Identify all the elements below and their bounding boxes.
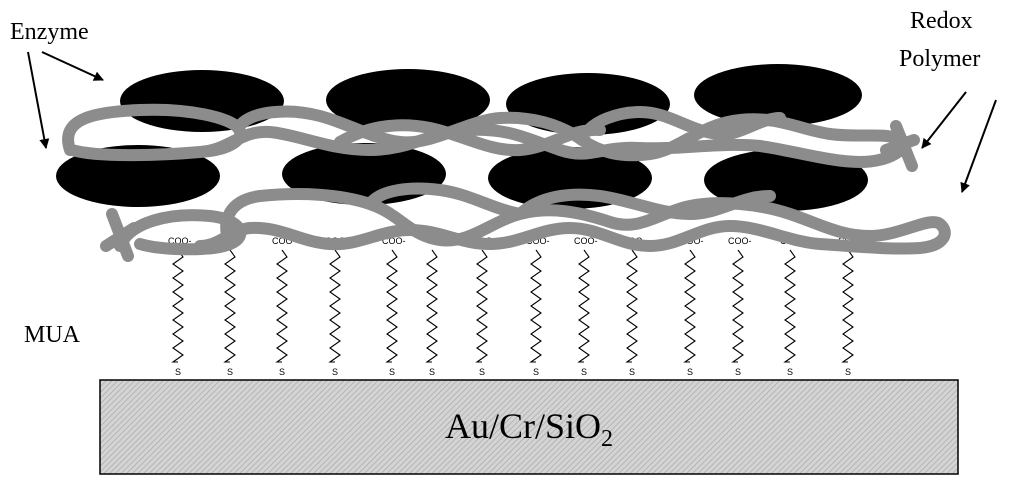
carboxylate-head-label: COO- (526, 236, 550, 246)
thiol-anchor-label: S (429, 367, 435, 377)
substrate-label: Au/Cr/SiO2 (445, 406, 613, 452)
carboxylate-head-label: COO- (574, 236, 598, 246)
enzyme-ellipse (120, 70, 284, 132)
callout-arrows (27, 51, 997, 193)
polymer-arrow-1 (921, 91, 967, 149)
thiol-anchor-label: S (845, 367, 851, 377)
polymer-strand-upper (62, 103, 920, 172)
enzyme-ellipse (56, 145, 220, 207)
thiol-anchor-label: S (533, 367, 539, 377)
carboxylate-head-label: COO- (168, 236, 192, 246)
alkyl-chain (683, 249, 696, 363)
alkyl-chain (783, 249, 796, 363)
alkyl-chain (223, 249, 236, 363)
enzyme-arrow-2 (41, 51, 104, 81)
alkyl-chain (385, 249, 398, 363)
alkyl-chain (275, 249, 288, 363)
carboxylate-head-label: COO- (728, 236, 752, 246)
alkyl-chain (625, 249, 638, 363)
enzyme-arrow-1 (27, 51, 50, 149)
substrate-label-subscript: 2 (601, 426, 613, 452)
thiol-anchor-label: S (175, 367, 181, 377)
thiol-anchor-label: S (629, 367, 635, 377)
enzyme-ellipse (326, 69, 490, 131)
thiol-anchor-label: S (687, 367, 693, 377)
substrate-label-main: Au/Cr/SiO (445, 406, 601, 446)
alkyl-chain (171, 249, 184, 363)
alkyl-chain (475, 249, 488, 363)
alkyl-chain (328, 249, 341, 363)
substrate: Au/Cr/SiO2 (99, 379, 959, 475)
thiol-anchor-label: S (332, 367, 338, 377)
alkyl-chain (577, 249, 590, 363)
thiol-anchor-label: S (735, 367, 741, 377)
alkyl-chain (529, 249, 542, 363)
thiol-anchor-label: S (279, 367, 285, 377)
alkyl-chain (841, 249, 854, 363)
thiol-anchor-label: S (581, 367, 587, 377)
thiol-anchor-label: S (227, 367, 233, 377)
thiol-anchor-label: S (787, 367, 793, 377)
mua-label: MUA (24, 322, 81, 348)
alkyl-chain (425, 249, 438, 363)
enzyme-label: Enzyme (10, 19, 89, 45)
redox-polymer-layer (62, 103, 951, 262)
polymer-arrow-2 (960, 99, 997, 193)
alkyl-chain (731, 249, 744, 363)
carboxylate-head-label: COO- (382, 236, 406, 246)
thiol-anchor-label: S (479, 367, 485, 377)
thiol-anchor-label: S (389, 367, 395, 377)
redox-label-line1: Redox (910, 8, 973, 34)
carboxylate-head-label: COO- (272, 236, 296, 246)
enzyme-ellipse (694, 64, 862, 126)
substrate-block (99, 379, 959, 475)
redox-label-line2: Polymer (899, 46, 980, 72)
polymer-strand-lower (100, 182, 951, 262)
